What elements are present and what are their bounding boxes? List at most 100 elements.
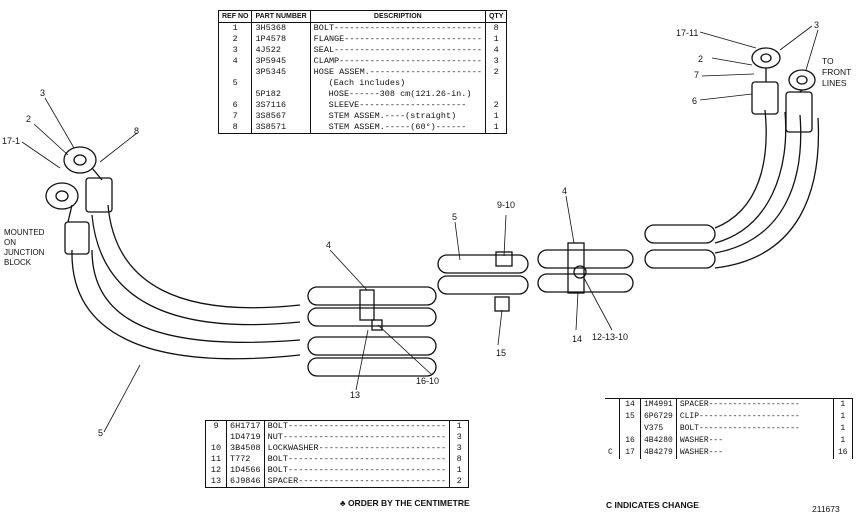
ref-no: 12 [205, 465, 227, 476]
description: WASHER--- [675, 447, 834, 459]
description: CLAMP---------------------------- [309, 56, 486, 67]
part-number: 4J522 [251, 45, 311, 56]
ref-no: 10 [205, 443, 227, 454]
ref-no: 4 [217, 56, 253, 67]
description: (Each includes) [309, 78, 486, 89]
description: BOLT------------------------------- [263, 465, 451, 476]
ref-no: 15 [619, 411, 641, 423]
callout-6: 6 [692, 96, 698, 106]
col-ref-header: REF NO [217, 10, 253, 23]
callout-15: 15 [496, 348, 507, 358]
table-row: 5 (Each includes) [217, 78, 508, 89]
description: FLANGE--------------------------- [309, 34, 486, 45]
callout-9-10: 9-10 [497, 200, 516, 210]
left-hose-outer [71, 249, 301, 360]
description: BOLT------------------------------- [263, 420, 451, 432]
callout-12-13-10: 12-13-10 [592, 332, 629, 342]
part-number: 3B4508 [226, 443, 265, 454]
part-number: V375 [640, 423, 677, 435]
description: STEM ASSEM.----(straight) [309, 111, 486, 122]
ref-no [619, 423, 641, 435]
part-number: 6J9846 [226, 476, 265, 488]
part-number: 3S8567 [251, 111, 311, 122]
part-number: 4B4279 [640, 447, 677, 459]
part-number [251, 78, 311, 89]
ref-no: 2 [217, 34, 253, 45]
part-number: 3S8571 [251, 122, 311, 134]
to-front-lines-label: TO FRONT LINES [822, 56, 852, 88]
callout-5-mid: 5 [452, 212, 458, 222]
ref-no: 5 [217, 78, 253, 89]
qty: 8 [449, 454, 470, 465]
part-number: 3P5345 [251, 67, 311, 78]
part-number: 6H1717 [226, 420, 265, 432]
order-note: ♣ ORDER BY THE CENTIMETRE [340, 498, 470, 508]
ref-no: 1 [217, 22, 253, 34]
ref-no [205, 432, 227, 443]
ref-no: 17 [619, 447, 641, 459]
description: BOLT--------------------- [675, 423, 834, 435]
description: SPACER------------------- [675, 398, 834, 411]
qty: 1 [832, 411, 853, 423]
col-qty-header: QTY [484, 10, 508, 23]
drawing-number: 211673 [812, 504, 840, 514]
ref-no: 6 [217, 100, 253, 111]
qty: 1 [449, 420, 470, 432]
ref-no: 8 [217, 122, 253, 134]
ref-no: 7 [217, 111, 253, 122]
qty [484, 89, 508, 100]
description: BOLT------------------------------- [263, 454, 451, 465]
description: SPACER----------------------------- [263, 476, 451, 488]
part-number: 3H5368 [251, 22, 311, 34]
callout-3-right: 3 [814, 20, 820, 30]
left-hose-outer-inner [91, 249, 301, 343]
callout-13: 13 [350, 390, 361, 400]
change-mark: C [608, 448, 613, 457]
qty: 1 [832, 435, 853, 447]
qty: 1 [484, 122, 508, 134]
left-hose-inner-inner [107, 204, 301, 309]
right-hose-outer [714, 109, 767, 229]
col-desc-header: DESCRIPTION [309, 10, 486, 23]
part-number: 6P6729 [640, 411, 677, 423]
qty: 8 [484, 22, 508, 34]
change-mark [605, 411, 620, 423]
description: BOLT----------------------------- [309, 22, 486, 34]
part-number: 1P4578 [251, 34, 311, 45]
qty: 2 [484, 100, 508, 111]
left-hose-inner [91, 214, 301, 326]
qty [484, 78, 508, 89]
part-number: T772 [226, 454, 265, 465]
callout-5-bottom: 5 [98, 428, 104, 438]
qty: 1 [832, 423, 853, 435]
qty: 1 [449, 465, 470, 476]
qty: 2 [484, 67, 508, 78]
mounted-on-junction-block-label: MOUNTED ON JUNCTION BLOCK [4, 228, 45, 267]
description: STEM ASSEM.-----(60°)------ [309, 122, 486, 134]
callout-4-mid: 4 [326, 240, 332, 250]
callout-8: 8 [134, 126, 140, 136]
callout-2-right: 2 [698, 54, 704, 64]
callout-14: 14 [572, 334, 583, 344]
ref-no: 9 [205, 420, 227, 432]
ref-no: 3 [217, 45, 253, 56]
ref-no: 11 [205, 454, 227, 465]
qty: 2 [449, 476, 470, 488]
description: CLIP--------------------- [675, 411, 834, 423]
